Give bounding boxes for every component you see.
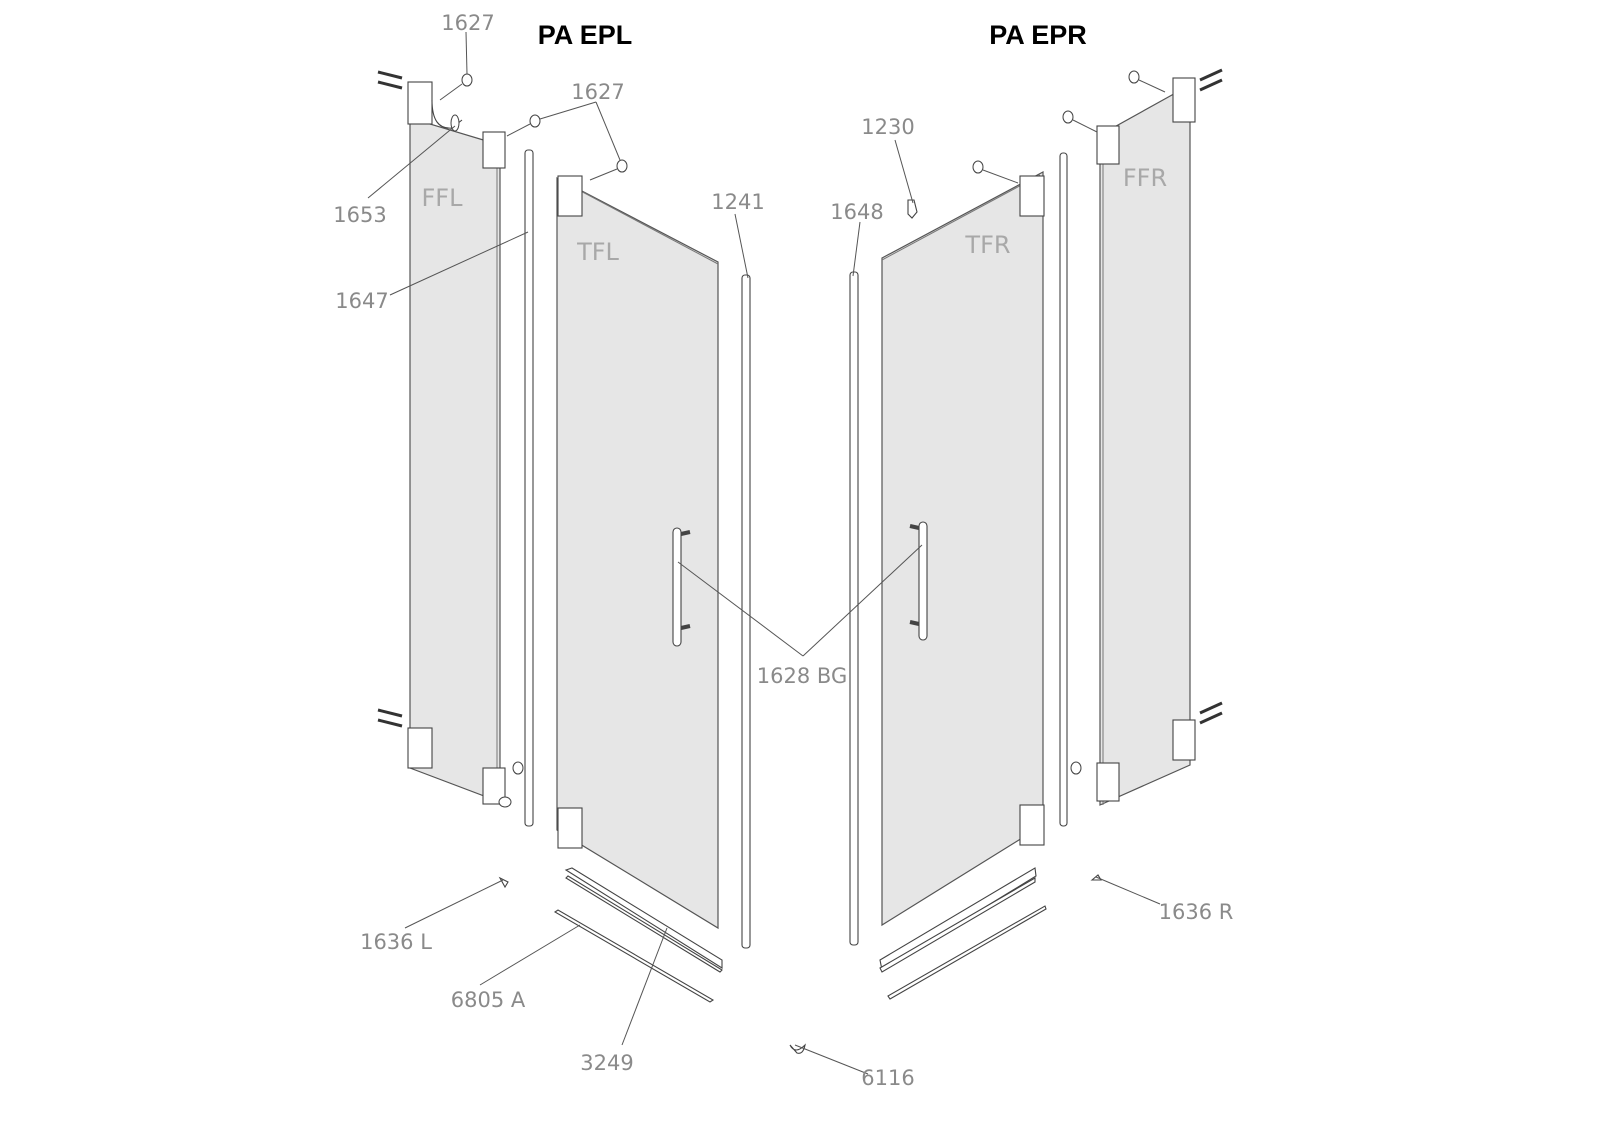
panel-label-tfl: TFL [576,238,619,266]
part-label-1628bg: 1628 BG [757,664,847,688]
seal-strip-right [1059,152,1068,827]
door-panel-right [881,170,1045,927]
hinge-door-bottom-left [557,807,583,849]
panel-label-ffr: FFR [1123,164,1167,192]
part-label-1230: 1230 [861,115,914,139]
part-label-1648: 1648 [830,200,883,224]
part-label-6805a: 6805 A [451,988,526,1012]
part-label-3249: 3249 [580,1051,633,1075]
hinge-door-bottom-right [1019,804,1045,846]
wall-bracket-top-right [1172,77,1196,123]
part-label-1636l: 1636 L [360,930,432,954]
hinge-door-top-left [557,175,583,217]
panel-label-ffl: FFL [422,184,464,212]
sweep-seal-6805a [553,909,715,1003]
fixed-panel-left [377,70,524,808]
end-cap-1636l [498,876,509,889]
door-handle-right[interactable] [909,521,928,641]
wall-screws-top-left [377,70,403,90]
wall-bracket-bottom-right [1172,719,1196,761]
hinge-bottom-left [482,767,506,805]
wall-screws-bottom-left [377,708,403,728]
part-label-1627-top: 1627 [441,11,494,35]
bottom-profiles [498,867,1102,1054]
door-stop-1230 [907,199,918,219]
clip-6116 [789,1043,806,1054]
hinge-top-right [1096,125,1120,165]
wall-bracket-bottom-left [407,727,433,769]
leader-lines [367,31,1161,1075]
wall-screws-top-right [1199,68,1223,92]
part-label-1636r: 1636 R [1159,900,1234,924]
panel-label-tfr: TFR [964,231,1010,259]
seal-strip-1241 [741,274,751,949]
hinge-bottom-right [1096,762,1120,802]
door-panel-left [556,175,719,930]
seal-strip-1647 [524,149,534,827]
part-label-1647: 1647 [335,289,388,313]
part-label-1653: 1653 [333,203,386,227]
wall-screws-bottom-right [1199,701,1223,725]
part-label-1241: 1241 [711,190,764,214]
fixed-panel-right [972,68,1223,806]
title-pa-epl: PA EPL [538,20,633,50]
wall-bracket-top-left [407,81,433,125]
part-label-1627-mid: 1627 [571,80,624,104]
hinge-door-top-right [1019,175,1045,217]
hinge-top-left [482,131,506,169]
door-handle-left[interactable] [672,527,691,647]
title-pa-epr: PA EPR [989,20,1087,50]
part-label-6116: 6116 [861,1066,914,1090]
